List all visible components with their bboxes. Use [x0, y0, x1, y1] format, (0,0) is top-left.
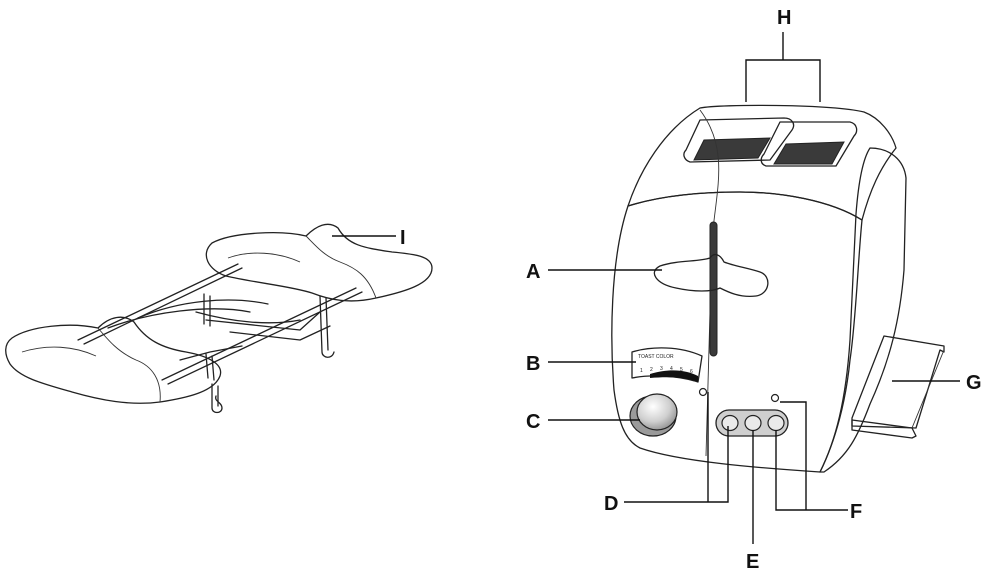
- indicator-light-left: [698, 387, 708, 397]
- cancel-button[interactable]: [721, 414, 739, 432]
- callout-d: D: [604, 493, 618, 515]
- callout-g: G: [966, 372, 982, 394]
- browning-dial-marks: 1 2 3 4 5 6: [640, 366, 693, 375]
- leader-d: [624, 392, 729, 503]
- callout-c: C: [526, 411, 540, 433]
- bread-roll-front: [5, 316, 222, 404]
- callout-h: H: [777, 7, 791, 29]
- toaster-front-face: [611, 191, 863, 473]
- callout-e: E: [746, 551, 759, 573]
- callout-a: A: [526, 261, 540, 283]
- leader-h: [745, 32, 821, 102]
- browning-knob[interactable]: [636, 393, 678, 431]
- dial-mark-1: 1: [640, 368, 643, 374]
- callout-i: I: [400, 227, 406, 249]
- defrost-button[interactable]: [767, 414, 785, 432]
- bread-roll-back: [205, 223, 433, 302]
- bread-slot-right: [760, 121, 858, 167]
- slot-opening-right: [773, 141, 845, 165]
- dial-mark-4: 4: [670, 366, 673, 372]
- callout-labels: H I A B C D E F G: [400, 7, 982, 573]
- slot-opening-left: [693, 137, 771, 161]
- reheat-button[interactable]: [744, 414, 762, 432]
- dial-mark-5: 5: [680, 367, 683, 373]
- indicator-light-right: [770, 393, 780, 403]
- rack-rail-right: [161, 287, 363, 385]
- toaster-side-panel: [819, 147, 907, 473]
- dial-mark-3: 3: [660, 366, 663, 372]
- toaster: TOAST COLOR 1 2 3 4 5 6: [611, 104, 945, 473]
- leader-lines: [332, 32, 960, 544]
- browning-dial-title: TOAST COLOR: [638, 354, 674, 360]
- browning-dial: TOAST COLOR 1 2 3 4 5 6: [631, 347, 703, 383]
- callout-f: F: [850, 501, 862, 523]
- browning-scale-bar: [650, 370, 698, 382]
- callout-b: B: [526, 353, 540, 375]
- dial-mark-2: 2: [650, 367, 653, 373]
- bread-slot-left: [683, 117, 795, 163]
- rack-rail-left: [77, 263, 243, 345]
- bun-warmer-rack: [5, 223, 433, 414]
- dial-mark-6: 6: [690, 369, 693, 375]
- leader-f: [775, 401, 848, 511]
- toast-lever[interactable]: [653, 253, 769, 298]
